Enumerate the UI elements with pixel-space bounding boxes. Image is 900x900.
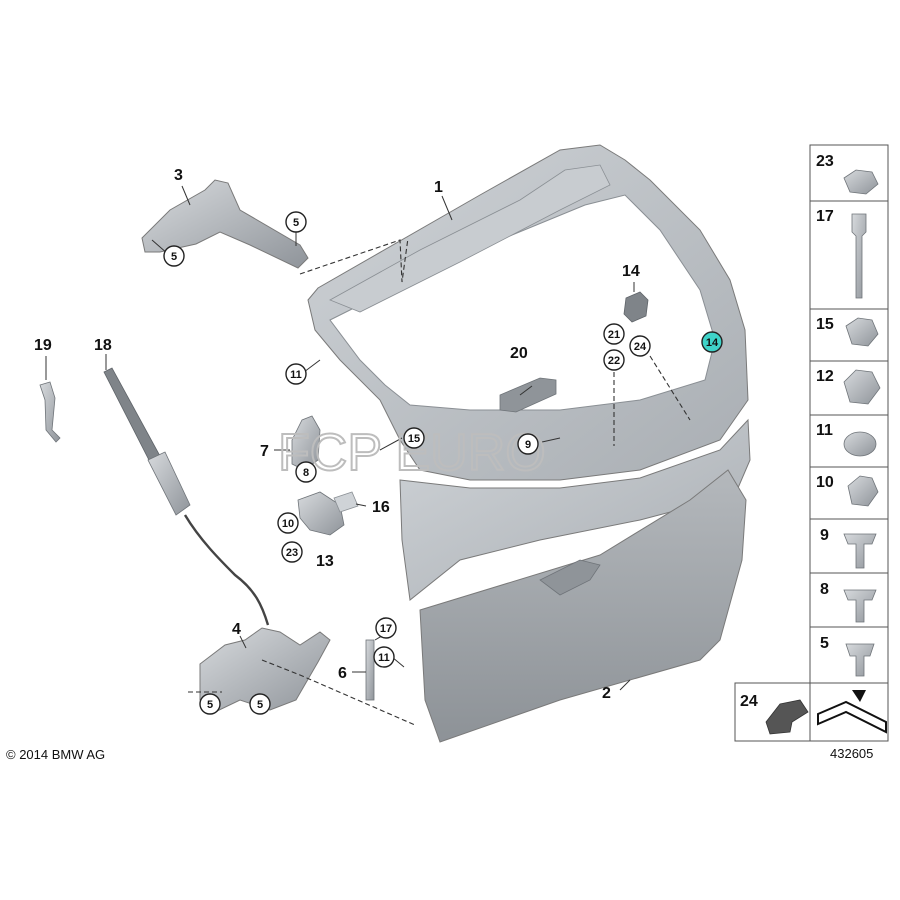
label-1: 1 <box>434 179 443 196</box>
gas-strut <box>103 367 270 626</box>
callout-5-hinge-upper-a: 5 <box>163 245 185 267</box>
callout-8: 8 <box>295 461 317 483</box>
link-rod <box>39 381 61 443</box>
callout-23: 23 <box>281 541 303 563</box>
callout-5-hinge-lower-b: 5 <box>249 693 271 715</box>
hex-nut-icon <box>845 317 879 347</box>
svg-text:5: 5 <box>293 217 299 229</box>
callouts: 5 5 5 5 11 11 15 8 10 23 9 21 22 24 17 1… <box>163 211 723 715</box>
callout-5-hinge-upper-b: 5 <box>285 211 307 233</box>
callout-22: 22 <box>603 349 625 371</box>
legend-label-5: 5 <box>820 635 829 652</box>
callout-9: 9 <box>517 433 539 455</box>
bracket-7 <box>291 415 321 471</box>
bolt-6 <box>365 639 375 701</box>
svg-text:15: 15 <box>408 433 420 445</box>
collar-nut-icon <box>843 369 881 405</box>
legend-label-17: 17 <box>816 208 834 225</box>
label-13: 13 <box>316 553 334 570</box>
svg-text:24: 24 <box>634 341 647 353</box>
callout-11-upper: 11 <box>285 363 307 385</box>
legend-label-10: 10 <box>816 474 834 491</box>
callout-17: 17 <box>375 617 397 639</box>
label-14: 14 <box>622 263 640 280</box>
label-18: 18 <box>94 337 112 354</box>
tailgate-lower-trim <box>399 418 751 743</box>
legend-label-9: 9 <box>820 527 829 544</box>
svg-text:10: 10 <box>282 518 294 530</box>
legend-label-24: 24 <box>740 693 758 710</box>
pad-16 <box>333 491 359 513</box>
plug-icon <box>843 431 877 457</box>
svg-text:9: 9 <box>525 439 531 451</box>
callout-11-lower: 11 <box>373 646 395 668</box>
legend-cell-17 <box>809 200 889 310</box>
svg-text:8: 8 <box>303 467 309 479</box>
svg-text:22: 22 <box>608 355 620 367</box>
svg-text:14: 14 <box>706 337 719 349</box>
latch-13 <box>297 491 345 536</box>
hinge-lower <box>199 627 331 713</box>
label-2: 2 <box>602 685 611 702</box>
callout-10: 10 <box>277 512 299 534</box>
label-20: 20 <box>510 345 528 362</box>
callout-21: 21 <box>603 323 625 345</box>
diagram-number: 432605 <box>830 746 873 761</box>
legend-label-12: 12 <box>816 368 834 385</box>
legend-label-23: 23 <box>816 153 834 170</box>
legend-cell-9 <box>809 518 889 574</box>
label-3: 3 <box>174 167 183 184</box>
svg-text:11: 11 <box>290 369 302 381</box>
svg-text:21: 21 <box>608 329 620 341</box>
svg-text:23: 23 <box>286 547 298 559</box>
svg-text:17: 17 <box>380 623 392 635</box>
legend-label-8: 8 <box>820 581 829 598</box>
callout-5-hinge-lower-a: 5 <box>199 693 221 715</box>
callout-24: 24 <box>629 335 651 357</box>
callout-15: 15 <box>403 427 425 449</box>
label-16: 16 <box>372 499 390 516</box>
legend-label-11: 11 <box>816 422 833 439</box>
label-19: 19 <box>34 337 52 354</box>
arrow-continuation-icon <box>817 700 887 734</box>
hex-bolt-icon <box>845 643 875 677</box>
label-4: 4 <box>232 621 241 638</box>
svg-text:11: 11 <box>378 652 390 664</box>
flange-screw-icon <box>843 589 877 623</box>
svg-text:5: 5 <box>207 699 213 711</box>
callout-14-highlighted: 14 <box>701 331 723 353</box>
grip-handle <box>499 377 557 413</box>
flange-nut-icon <box>843 169 879 195</box>
clip-icon <box>765 699 809 735</box>
arrow-up-icon <box>852 690 866 702</box>
nut-icon <box>847 475 879 507</box>
legend-label-15: 15 <box>816 316 834 333</box>
label-6: 6 <box>338 665 347 682</box>
legend-cell-23 <box>809 144 889 202</box>
part-labels: 1 2 3 4 6 7 13 14 16 18 19 20 <box>34 167 640 702</box>
long-bolt-icon <box>851 213 867 299</box>
copyright: © 2014 BMW AG <box>6 747 105 762</box>
svg-text:5: 5 <box>171 251 177 263</box>
bumper-stop-14 <box>623 291 649 323</box>
hardware-legend: 23 17 15 12 11 10 9 8 5 24 <box>734 144 889 742</box>
svg-text:5: 5 <box>257 699 263 711</box>
screw-icon <box>843 533 877 569</box>
label-7: 7 <box>260 443 269 460</box>
